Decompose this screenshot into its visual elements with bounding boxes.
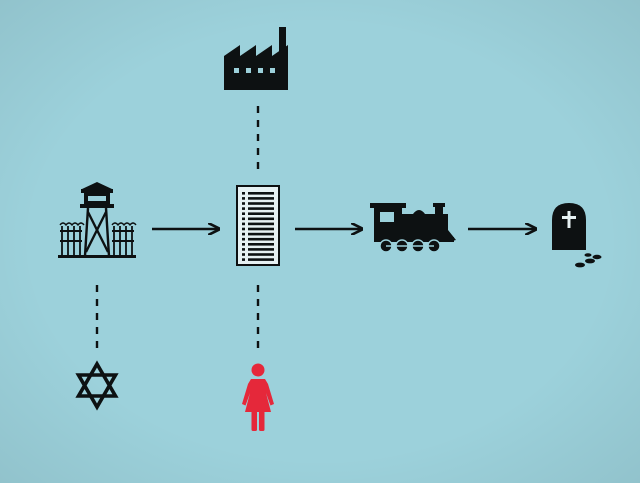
- list-line: [248, 248, 274, 251]
- list-line: [248, 212, 274, 215]
- list-line: [248, 227, 274, 231]
- watchtower-camp-icon: [58, 182, 137, 258]
- list-line: [248, 202, 274, 205]
- list-bullet: [242, 243, 245, 246]
- list-bullet: [242, 258, 245, 261]
- list-bullet: [242, 227, 245, 231]
- list-bullet: [242, 253, 245, 256]
- list-bullet: [242, 232, 245, 236]
- factory-icon: [224, 27, 288, 90]
- list-line: [248, 197, 274, 200]
- list-line: [248, 253, 274, 256]
- list-bullet: [242, 197, 245, 200]
- steam-train-icon: [370, 203, 456, 253]
- list-line: [248, 192, 274, 195]
- list-line: [248, 243, 274, 246]
- list-bullet: [242, 222, 245, 226]
- list-line: [248, 222, 274, 226]
- star-of-david-icon: [75, 360, 119, 411]
- document-list-icon: [236, 185, 280, 266]
- list-bullet: [242, 237, 245, 241]
- list-bullet: [242, 248, 245, 251]
- list-bullet: [242, 212, 245, 215]
- list-line: [248, 258, 274, 261]
- list-line: [248, 237, 274, 241]
- list-bullet: [242, 207, 245, 210]
- list-line: [248, 217, 274, 221]
- list-line: [248, 232, 274, 236]
- list-line: [248, 207, 274, 210]
- list-bullet: [242, 192, 245, 195]
- list-bullet: [242, 217, 245, 221]
- list-bullet: [242, 202, 245, 205]
- woman-icon: [242, 363, 274, 431]
- gravestone-icon: [552, 203, 602, 268]
